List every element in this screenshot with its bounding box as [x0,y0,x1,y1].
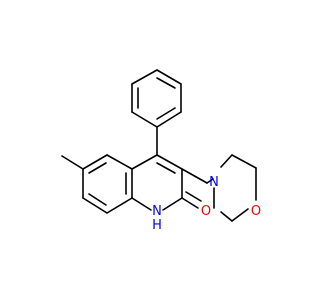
atom-o2: O [251,204,261,219]
atom-o1: O [201,204,211,219]
bond [106,197,133,214]
molecule-structure: N H O N O [0,0,300,300]
atom-h1: H [152,218,162,233]
atom-n1: N [152,204,162,219]
bond [82,197,108,214]
bond [131,197,152,211]
bond-double-inner [88,193,107,206]
background [0,0,300,300]
bond [131,69,158,85]
bond [220,154,233,168]
bond-carbonyl [181,197,199,209]
bond [206,178,214,184]
bond [231,154,257,169]
bond-double-inner [156,77,176,89]
bond [156,69,182,85]
bond [181,168,208,184]
bond [156,111,182,128]
atom-labels: N H O N O [152,175,261,233]
bond [220,211,233,222]
bond [131,111,158,128]
bond [162,197,183,211]
bond-double-inner [156,107,176,120]
atom-n2: N [209,175,219,190]
bond [82,154,108,170]
bond-methyl [61,155,84,170]
bond-double-inner [156,162,176,174]
bond-double-inner [88,162,107,174]
bonds [61,69,257,222]
bond [131,154,158,170]
bond [156,154,183,170]
bond [106,154,133,170]
bond [231,208,249,222]
bond-carbonyl [185,191,202,202]
